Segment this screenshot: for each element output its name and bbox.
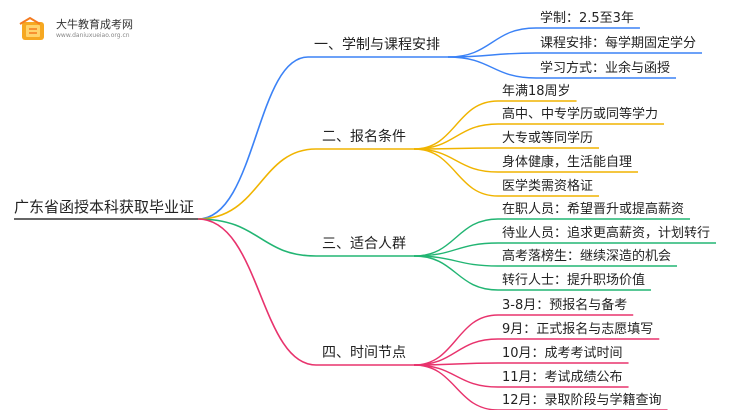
branch-3-leaf-1: 在职人员：希望晋升或提高薪资 — [502, 202, 685, 217]
branch-4-leaf-4: 11月：考试成绩公布 — [502, 370, 623, 385]
branch-1-leaf-1: 学制：2.5至3年 — [540, 11, 634, 26]
branch-3-title: 三、适合人群 — [322, 236, 406, 252]
branch-4-leaf-5: 12月：录取阶段与学籍查询 — [502, 393, 662, 408]
branch-2-title: 二、报名条件 — [322, 129, 406, 145]
branch-4-leaf-1: 3-8月：预报名与备考 — [502, 298, 628, 313]
connector-branch-4-leaf-4 — [413, 364, 499, 388]
branch-1-leaf-2: 课程安排：每学期固定学分 — [540, 36, 697, 51]
connector-branch-3-leaf-4 — [413, 255, 499, 291]
connector-branch-1-leaf-3 — [447, 56, 537, 79]
branch-4-title: 四、时间节点 — [322, 345, 406, 361]
connector-root-branch-2 — [198, 148, 317, 220]
connector-branch-2-leaf-2 — [413, 123, 499, 150]
branch-3-leaf-4: 转行人士：提升职场价值 — [502, 273, 646, 288]
connector-branch-1-leaf-1 — [447, 27, 537, 58]
root-topic: 广东省函授本科获取毕业证 — [14, 198, 195, 216]
connector-branch-1-leaf-2 — [447, 52, 537, 58]
connector-branch-4-leaf-1 — [413, 314, 499, 366]
connector-branch-3-leaf-1 — [413, 218, 499, 257]
branch-1-leaf-3: 学习方式：业余与函授 — [540, 61, 671, 76]
branch-3-leaf-3: 高考落榜生：继续深造的机会 — [502, 249, 672, 264]
connector-branch-2-leaf-1 — [413, 100, 499, 150]
branch-2-leaf-3: 大专或等同学历 — [502, 131, 594, 146]
branch-2-leaf-4: 身体健康，生活能自理 — [502, 155, 633, 170]
branch-1-title: 一、学制与课程安排 — [314, 37, 440, 53]
connector-root-branch-1 — [198, 56, 309, 220]
connector-root-branch-4 — [198, 218, 317, 366]
logo: 大牛教育成考网 www.daniuxueiao.org.cn — [18, 14, 168, 48]
branch-2-leaf-2: 高中、中专学历或同等学力 — [502, 107, 659, 122]
branch-2-leaf-5: 医学类需资格证 — [502, 179, 594, 194]
connector-branch-2-leaf-5 — [413, 148, 499, 197]
branch-2-leaf-1: 年满18周岁 — [502, 84, 571, 99]
book-logo-icon — [19, 16, 44, 40]
logo-name: 大牛教育成考网 — [56, 18, 133, 31]
branch-4-leaf-3: 10月：成考考试时间 — [502, 346, 623, 361]
branch-3-leaf-2: 待业人员：追求更高薪资，计划转行 — [502, 226, 711, 241]
connector-branch-2-leaf-4 — [413, 148, 499, 173]
logo-url: www.daniuxueiao.org.cn — [56, 32, 130, 39]
connector-root-branch-3 — [198, 218, 317, 257]
connector-branch-4-leaf-5 — [413, 364, 499, 410]
branch-4-leaf-2: 9月：正式报名与志愿填写 — [502, 322, 654, 337]
connector-branch-3-leaf-2 — [413, 242, 499, 257]
connector-branch-4-leaf-2 — [413, 338, 499, 366]
